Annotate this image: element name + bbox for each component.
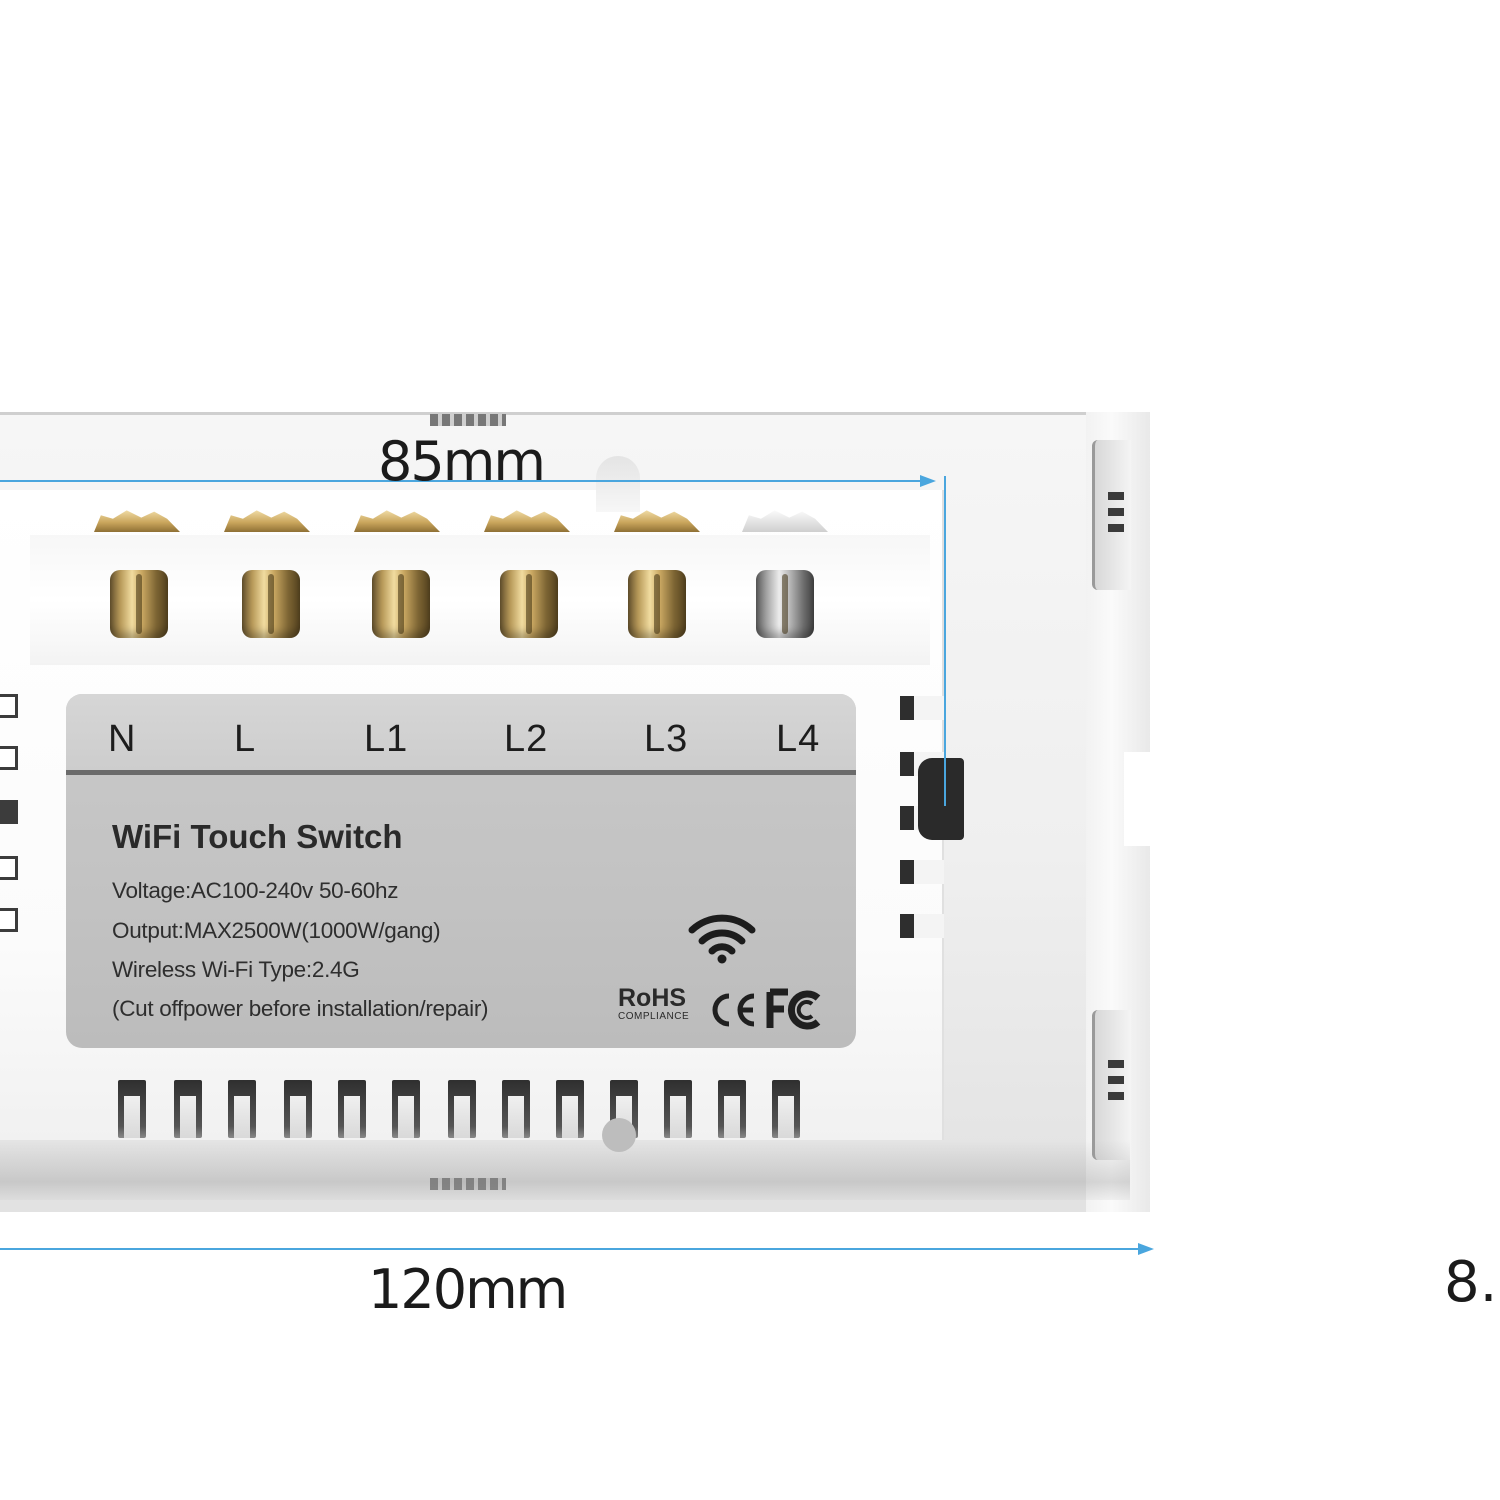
rohs-mark: RoHS COMPLIANCE	[618, 986, 700, 1022]
dimension-arrow	[920, 475, 936, 487]
dimension-label-85: 85mm	[378, 430, 546, 493]
terminal-screw-n	[110, 570, 168, 638]
side-vent	[0, 746, 18, 770]
bottom-vent	[772, 1080, 800, 1138]
bottom-vent	[284, 1080, 312, 1138]
spec-voltage: Voltage:AC100-240v 50-60hz	[112, 878, 399, 903]
dimension-extension	[944, 476, 946, 806]
product-label: N L L1 L2 L3 L4 WiFi Touch Switch Voltag…	[66, 694, 856, 1048]
spec-wireless: Wireless Wi-Fi Type:2.4G	[112, 957, 360, 982]
bottom-tab	[430, 1178, 506, 1190]
terminal-label-l4: L4	[776, 718, 821, 760]
bottom-vent	[338, 1080, 366, 1138]
side-vent	[0, 694, 18, 718]
rail-slot	[1108, 1076, 1124, 1084]
terminal-label-l: L	[234, 718, 257, 760]
terminal-label-l2: L2	[504, 718, 549, 760]
bottom-vent	[664, 1080, 692, 1138]
spec-output: Output:MAX2500W(1000W/gang)	[112, 918, 441, 943]
rail-slot	[1108, 508, 1124, 516]
bottom-dot	[602, 1118, 636, 1152]
bottom-vent	[228, 1080, 256, 1138]
rail-gap	[1124, 752, 1150, 846]
side-vent	[0, 908, 18, 932]
wifi-icon	[688, 914, 756, 964]
bottom-vent	[448, 1080, 476, 1138]
rail-slot	[1108, 492, 1124, 500]
side-latch	[918, 758, 964, 840]
side-vent	[0, 856, 18, 880]
terminal-screw-l4	[756, 570, 814, 638]
bottom-vent	[502, 1080, 530, 1138]
plate-shadow	[0, 1140, 1130, 1200]
terminal-label-n: N	[108, 718, 137, 760]
top-tab	[430, 414, 506, 426]
terminal-label-l1: L1	[364, 718, 409, 760]
rohs-text: RoHS	[618, 984, 687, 1012]
bottom-vent	[556, 1080, 584, 1138]
rail-slot	[1108, 1092, 1124, 1100]
side-vent	[900, 914, 944, 938]
terminal-label-l3: L3	[644, 718, 689, 760]
terminal-screw-l3	[628, 570, 686, 638]
terminal-legend: N L L1 L2 L3 L4	[66, 694, 856, 775]
spec-warning: (Cut offpower before installation/repair…	[112, 996, 489, 1021]
bottom-vent	[174, 1080, 202, 1138]
top-notch	[596, 456, 640, 512]
ce-mark-icon	[712, 993, 755, 1027]
dimension-label-120: 120mm	[368, 1258, 568, 1321]
dimension-arrow	[1138, 1243, 1154, 1255]
cropped-dimension-label: 8.	[1444, 1250, 1498, 1315]
terminal-screw-l2	[500, 570, 558, 638]
dimension-line-120	[0, 1248, 1140, 1250]
mounting-clip-bottom	[1092, 1010, 1131, 1160]
side-vent	[900, 696, 944, 720]
terminal-screw-l	[242, 570, 300, 638]
terminal-screw-l1	[372, 570, 430, 638]
bottom-vent	[118, 1080, 146, 1138]
fcc-mark-icon	[766, 988, 821, 1030]
dimension-line-85	[0, 480, 922, 482]
product-title: WiFi Touch Switch	[112, 818, 403, 855]
bottom-vent	[392, 1080, 420, 1138]
rohs-subtext: COMPLIANCE	[618, 1011, 690, 1022]
rail-slot	[1108, 524, 1124, 532]
side-vent	[900, 860, 944, 884]
side-vent	[0, 800, 18, 824]
rail-slot	[1108, 1060, 1124, 1068]
bottom-vent	[718, 1080, 746, 1138]
